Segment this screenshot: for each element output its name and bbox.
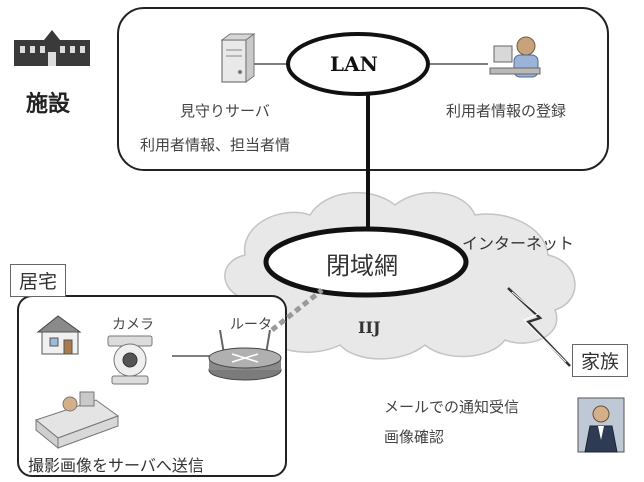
router-label: ルータ	[230, 317, 272, 333]
family-line-2: 画像確認	[384, 428, 445, 446]
closed-network-label: 閉域網	[326, 252, 398, 280]
facility-building-icon	[14, 30, 90, 66]
family-label: 家族	[572, 344, 629, 377]
registration-label: 利用者情報の登録	[446, 102, 567, 120]
home-label: 居宅	[10, 264, 67, 297]
provider-label: IIJ	[358, 318, 381, 337]
lightning-bolt	[507, 287, 571, 367]
bed-icon	[34, 391, 120, 450]
user-at-computer-icon	[489, 36, 541, 78]
server-icon	[220, 33, 256, 83]
internet-label: インターネット	[462, 234, 575, 253]
camera-icon	[107, 335, 153, 385]
closed-network-ellipse	[263, 226, 469, 298]
house-icon	[36, 315, 82, 355]
facility-label: 施設	[26, 92, 71, 117]
home-caption: 撮影画像をサーバへ送信	[28, 456, 204, 475]
router-uplink	[270, 288, 324, 332]
lan-ellipse	[286, 32, 430, 96]
family-person-icon	[577, 397, 625, 453]
server-data-label: 利用者情報、担当者情	[140, 136, 291, 154]
lightning-bolt-inner	[511, 291, 567, 363]
lan-label: LAN	[330, 52, 378, 76]
server-label: 見守りサーバ	[180, 102, 270, 120]
family-line-1: メールでの通知受信	[384, 398, 520, 416]
camera-label: カメラ	[112, 317, 154, 333]
router-icon	[208, 329, 282, 381]
